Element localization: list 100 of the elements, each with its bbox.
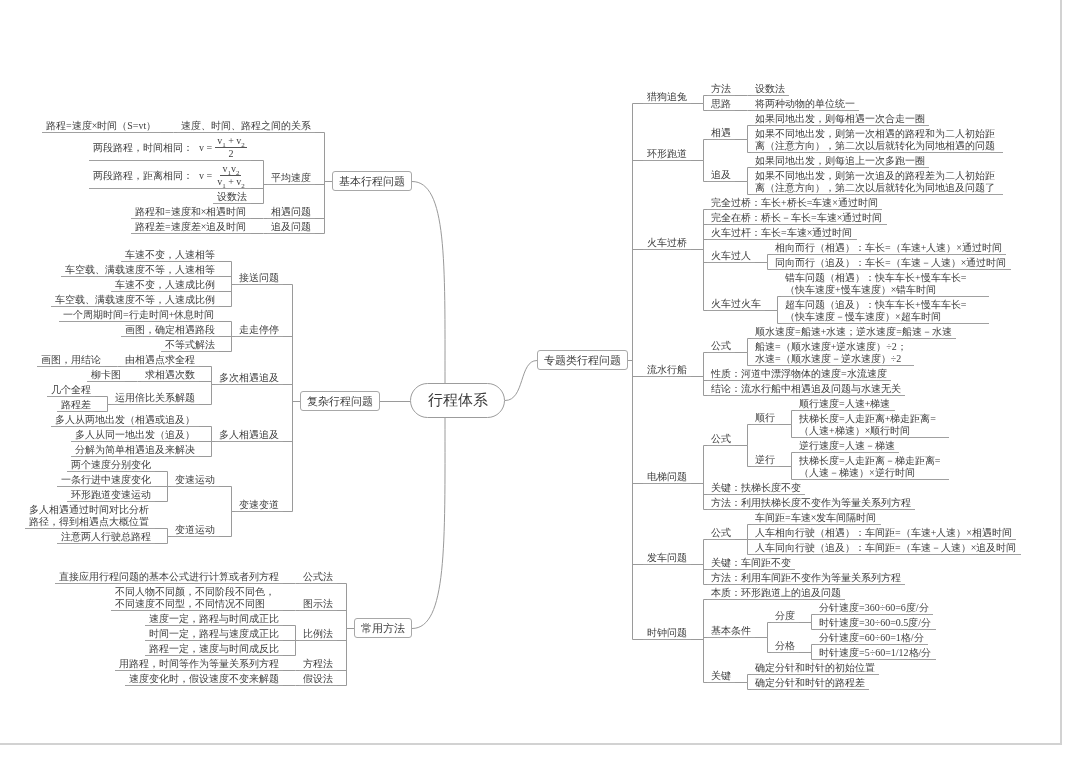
connector-line: [94, 404, 112, 412]
connector-line: [218, 511, 236, 537]
connector-line: [734, 539, 752, 555]
subtopic-text: 公式: [707, 527, 735, 540]
subtopic-text: 不等式解法: [161, 339, 219, 352]
central-topic: 行程体系: [410, 383, 505, 418]
subtopic-text: 变速运动: [171, 474, 219, 487]
subtopic-text: 基本条件: [707, 625, 755, 638]
subtopic-text: 画图，确定相遇路段: [121, 324, 219, 337]
connector-line: [690, 564, 708, 585]
connector-line: [734, 352, 752, 366]
subtopic-text: 一条行进中速度变化: [57, 474, 155, 487]
connector-line: [734, 139, 752, 153]
connector-line: [250, 184, 268, 204]
subtopic-text: 发车问题: [643, 552, 691, 565]
subtopic-text: 思路: [707, 98, 735, 111]
subtopic-text: 多人相遇追及: [215, 429, 283, 442]
subtopic-text: 如果不同地出发，则第一次相遇的路程和为二人初始距离（注意方向），第二次以后就转化为同地相遇的问题: [751, 128, 1003, 153]
connector-line: [314, 181, 333, 234]
subtopic-text: 设数法: [751, 83, 789, 96]
subtopic-text: 画图，用结论: [37, 354, 105, 367]
subtopic-text: 分针速度=360÷60=6度/分: [815, 602, 933, 615]
subtopic-text: 环形跑道变速运动: [67, 489, 155, 502]
subtopic-text: 路程一定，速度与时间成反比: [145, 643, 283, 656]
subtopic-text: 柳卡图: [87, 369, 125, 382]
connector-line: [778, 424, 796, 438]
subtopic-text: 多人从同一地出发（追及）: [71, 429, 199, 442]
subtopic-text: 逆行速度=人速－梯速: [795, 440, 899, 453]
subtopic-text: 顺行: [751, 412, 779, 425]
connector-line: [764, 310, 782, 324]
connector-line: [798, 622, 816, 630]
subtopic-text: 逆行: [751, 454, 779, 467]
topic-box: 专题类行程问题: [537, 350, 628, 370]
subtopic-text: 确定分针和时针的路程差: [751, 677, 869, 690]
connector-line: [124, 381, 142, 382]
subtopic-text: 如果同地出发，则每追上一次多跑一圈: [751, 155, 929, 168]
topic-box: 基本行程问题: [332, 171, 412, 191]
subtopic-text: 走走停停: [235, 324, 283, 337]
connector-line: [734, 682, 752, 690]
connector-line: [282, 583, 300, 584]
connector-line: [734, 95, 752, 96]
subtopic-text: 如果不同地出发，则第一次追及的路程差为二人初始距离（注意方向），第二次以后就转化为同地追及问题了: [751, 170, 1003, 195]
subtopic-text: 速度变化时，假设速度不变来解题: [125, 673, 283, 686]
subtopic-text: 两段路程，距离相同： v = v$_{1}$v$_{2}$ v$_{1}$ + v$_{2}$: [89, 163, 251, 189]
subtopic-text: 相向而行（相遇）：车长=（车速+人速）×通过时间: [771, 242, 1006, 255]
subtopic-text: 顺行速度=人速+梯速: [795, 398, 895, 411]
subtopic-text: 扶梯长度=人走距离－梯走距离=（人速－梯速）×逆行时间: [795, 455, 949, 480]
subtopic-text: 变道运动: [171, 524, 219, 537]
subtopic-text: 多次相遇追及: [215, 372, 283, 385]
subtopic-text: 不同人物不同颜，不同阶段不同色，不同速度不同型，不同情况不同图: [111, 586, 283, 611]
subtopic-text: 多人从两地出发（相遇或追及）: [51, 414, 199, 427]
subtopic-text: 公式: [707, 433, 735, 446]
connector-line: [336, 628, 355, 686]
subtopic-text: 变速变道: [235, 499, 283, 512]
subtopic-text: 完全过桥：车长+桥长=车速×通过时间: [707, 197, 882, 210]
subtopic-text: 火车过杆：车长=车速×通过时间: [707, 227, 857, 240]
subtopic-text: 路程差=速度差×追及时间: [131, 221, 251, 234]
connector-line: [282, 610, 300, 611]
subtopic-text: 分解为简单相遇追及来解决: [71, 444, 199, 457]
subtopic-text: 超车问题（追及）：快车车长+慢车车长=（快车速度－慢车速度）×超车时间: [781, 299, 989, 324]
subtopic-text: 火车过桥: [643, 237, 691, 250]
subtopic-text: 由相遇点求全程: [121, 354, 199, 367]
subtopic-text: 完全在桥：桥长－车长=车速×通过时间: [707, 212, 887, 225]
subtopic-text: 公式: [707, 340, 735, 353]
connector-line: [250, 233, 268, 234]
subtopic-text: 两个速度分别变化: [67, 459, 155, 472]
subtopic-text: 追及: [707, 169, 735, 182]
connector-line: [734, 110, 752, 111]
subtopic-text: 方程法: [299, 658, 337, 671]
subtopic-text: 追及问题: [267, 221, 315, 234]
subtopic-text: 设数法: [213, 191, 251, 204]
connector-line: [734, 445, 752, 467]
connector-line: [198, 384, 216, 405]
subtopic-text: 分格: [771, 640, 799, 653]
subtopic-text: 车空载、满载速度不等，人速相等: [61, 264, 219, 277]
subtopic-text: 路程差: [57, 399, 95, 412]
subtopic-text: 时钟问题: [643, 627, 691, 640]
subtopic-text: 时间一定，路程与速度成正比: [145, 628, 283, 641]
subtopic-text: 一个周期时间=行走时间+休息时间: [59, 309, 219, 322]
subtopic-text: 时针速度=5÷60=1/12格/分: [815, 647, 936, 660]
subtopic-text: 车速不变，人速成比例: [111, 279, 219, 292]
connector-line: [411, 181, 446, 384]
subtopic-text: 分度: [771, 610, 799, 623]
connector-line: [198, 441, 216, 457]
subtopic-text: 相遇: [707, 127, 735, 140]
subtopic-text: 假设法: [299, 673, 337, 686]
subtopic-text: 关键: [707, 670, 735, 683]
connector-line: [282, 685, 300, 686]
subtopic-text: 将两种动物的单位统一: [751, 98, 859, 111]
subtopic-text: 电梯问题: [643, 471, 691, 484]
subtopic-text: 求相遇次数: [141, 369, 199, 382]
subtopic-text: 车间距=车速×发车间隔时间: [751, 512, 881, 525]
subtopic-text: 如果同地出发，则每相遇一次合走一圈: [751, 113, 929, 126]
connector-line: [690, 249, 708, 311]
connector-line: [690, 376, 708, 396]
subtopic-text: 结论：流水行船中相遇追及问题与水速无关: [707, 383, 905, 396]
subtopic-text: 确定分针和时针的初始位置: [751, 662, 879, 675]
connector-line: [104, 366, 122, 367]
subtopic-text: 顺水速度=船速+水速；逆水速度=船速－水速: [751, 326, 956, 339]
connector-line: [282, 670, 300, 671]
